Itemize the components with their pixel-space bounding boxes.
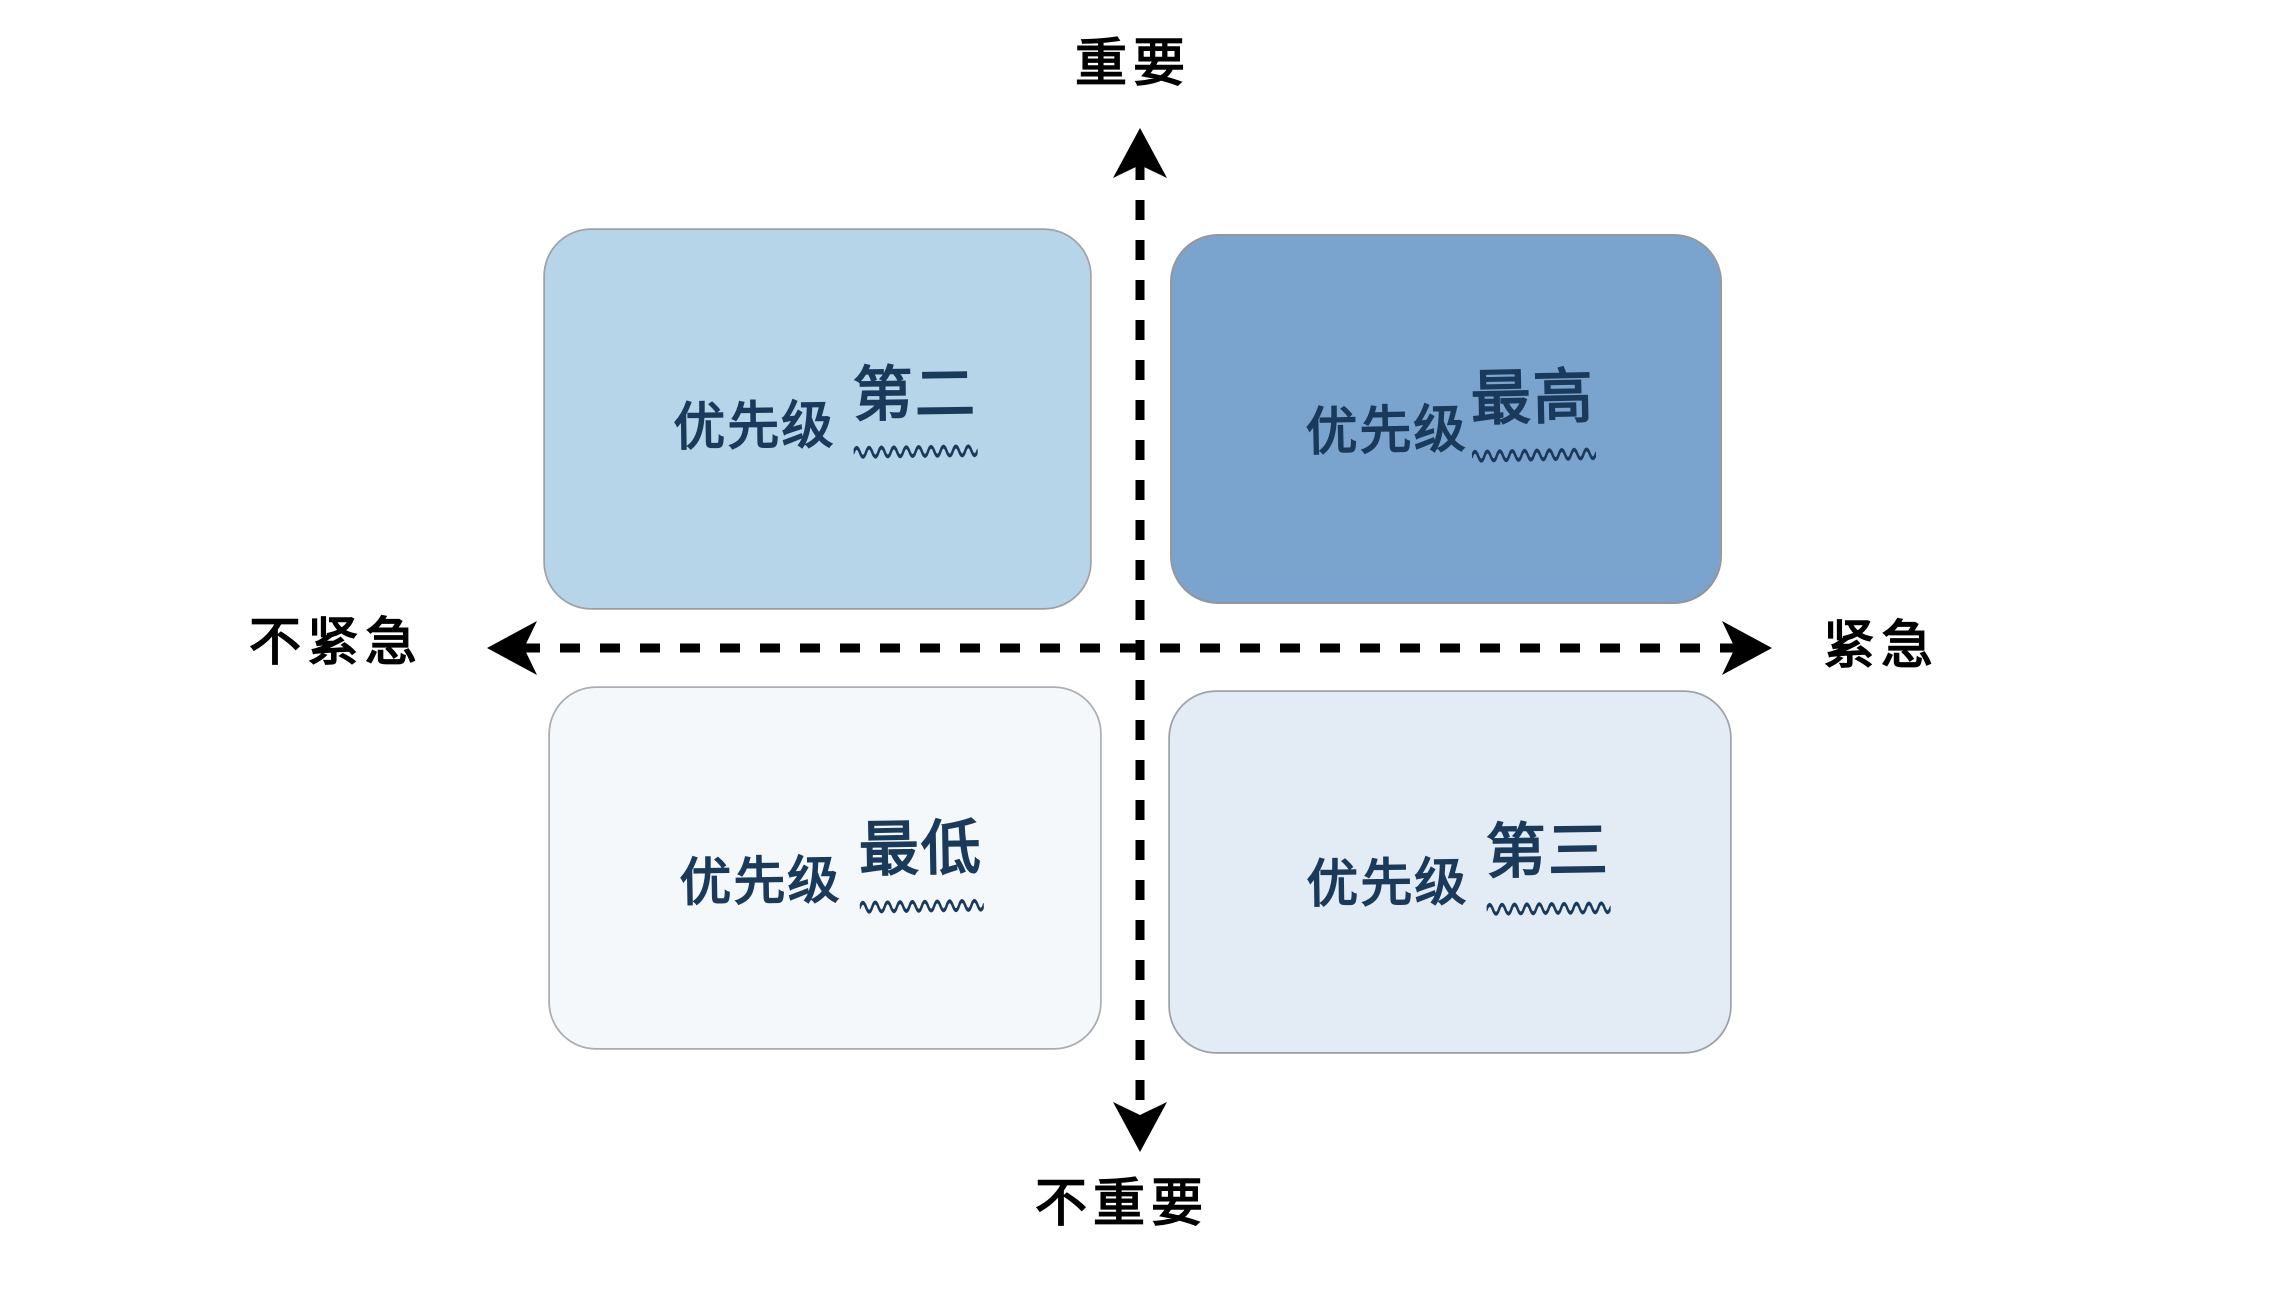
axis-label-unimportant: 不重要 (1035, 1174, 1210, 1234)
quadrant-not-important-not-urgent[interactable]: 优先级 最低 (548, 686, 1102, 1050)
arrowhead-right (1722, 621, 1772, 675)
quadrant-fill (545, 230, 1090, 608)
quadrant-important-not-urgent[interactable]: 优先级 第二 (543, 228, 1092, 610)
wavy-underline (1471, 447, 1597, 463)
quadrant-label: 优先级 第三 (1305, 805, 1611, 918)
quadrant-label-prefix: 优先级 (673, 395, 837, 458)
arrowhead-down (1113, 1102, 1167, 1152)
quadrant-label-emphasis: 最低 (858, 812, 984, 886)
wavy-underline (854, 443, 979, 459)
quadrant-label-emphasis: 最高 (1470, 361, 1596, 435)
quadrant-label-prefix: 优先级 (1304, 399, 1469, 463)
quadrant-label-emphasis-wrap: 第三 (1485, 805, 1611, 916)
arrowhead-up (1113, 128, 1167, 178)
quadrant-label-emphasis-wrap: 最高 (1470, 351, 1597, 463)
wavy-underline (1486, 900, 1611, 916)
quadrant-label-emphasis-wrap: 最低 (858, 803, 984, 914)
quadrant-fill (1170, 692, 1730, 1052)
quadrant-label-emphasis-wrap: 第二 (853, 348, 979, 459)
axis-label-not-urgent: 不紧急 (249, 613, 424, 673)
quadrant-label-emphasis: 第二 (852, 358, 978, 431)
quadrant-label-prefix: 优先级 (678, 850, 842, 914)
arrowhead-left (487, 621, 537, 675)
quadrant-label: 优先级 最高 (1304, 351, 1597, 466)
wavy-underline (859, 898, 984, 914)
quadrant-label-prefix: 优先级 (1305, 852, 1469, 915)
quadrant-label: 优先级 第二 (673, 348, 979, 461)
quadrant-fill (1172, 236, 1720, 602)
axis-label-important: 重要 (1075, 34, 1192, 94)
quadrant-label-emphasis: 第三 (1485, 815, 1611, 888)
quadrant-fill (550, 688, 1100, 1048)
quadrant-not-important-urgent[interactable]: 优先级 第三 (1168, 690, 1732, 1054)
quadrant-important-urgent[interactable]: 优先级 最高 (1170, 234, 1722, 604)
quadrant-label: 优先级 最低 (678, 803, 984, 917)
axis-label-urgent: 紧急 (1823, 616, 1940, 676)
